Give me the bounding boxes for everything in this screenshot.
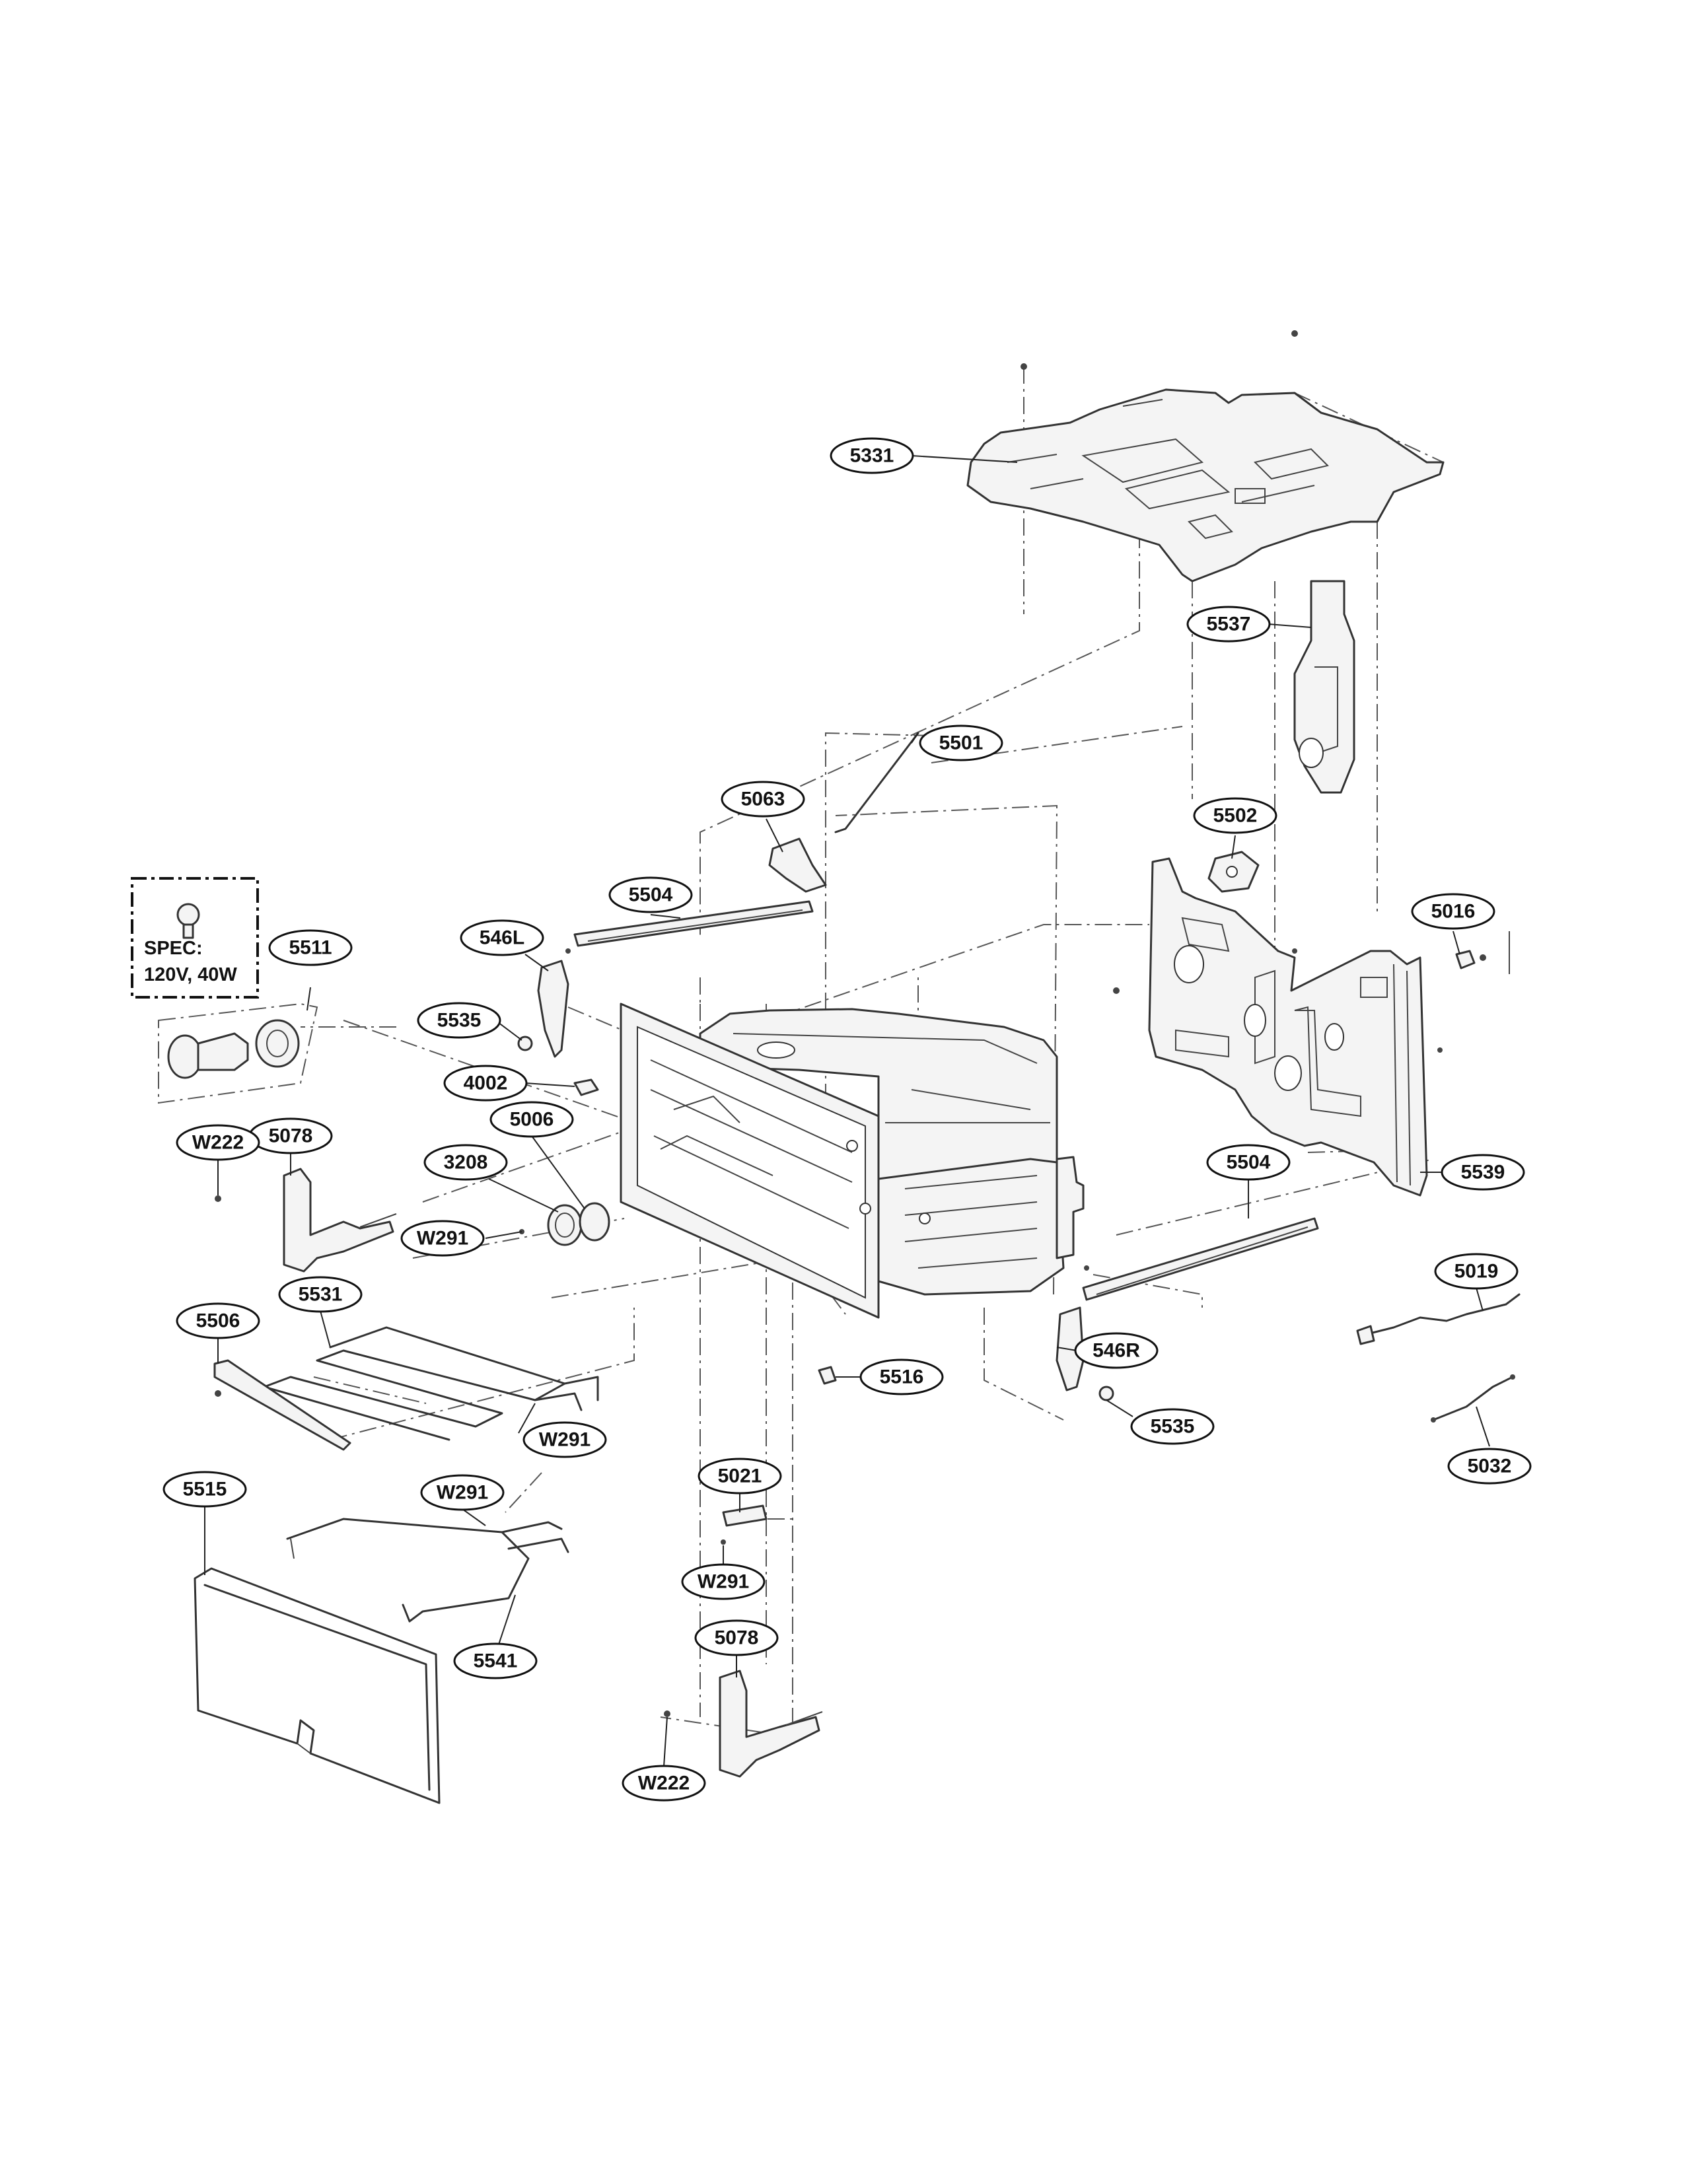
svg-text:5501: 5501 bbox=[939, 732, 984, 754]
svg-text:5032: 5032 bbox=[1468, 1456, 1512, 1477]
svg-text:5331: 5331 bbox=[850, 445, 894, 467]
leader-lines bbox=[204, 455, 1490, 1767]
callout-546L: 546L bbox=[460, 919, 544, 956]
spec-title: SPEC: bbox=[144, 938, 203, 959]
svg-text:5531: 5531 bbox=[299, 1284, 343, 1306]
back-panel-5539 bbox=[1113, 857, 1443, 1197]
svg-text:W291: W291 bbox=[437, 1482, 488, 1504]
oven-cavity bbox=[620, 1003, 1085, 1319]
svg-text:5506: 5506 bbox=[196, 1310, 240, 1332]
callout-W222-lower: W222 bbox=[622, 1765, 706, 1802]
callout-5515: 5515 bbox=[162, 1471, 247, 1508]
callout-5535-left: 5535 bbox=[417, 1002, 501, 1039]
part-4002 bbox=[573, 1078, 599, 1096]
bake-element-5531 bbox=[263, 1326, 599, 1441]
svg-text:5541: 5541 bbox=[474, 1650, 518, 1672]
callout-5506: 5506 bbox=[176, 1302, 260, 1339]
svg-text:5537: 5537 bbox=[1207, 614, 1251, 635]
svg-text:5019: 5019 bbox=[1454, 1261, 1499, 1283]
part-5516 bbox=[818, 1366, 837, 1385]
spec-box: SPEC: 120V, 40W bbox=[131, 877, 259, 999]
hinge-5078-lower bbox=[664, 1670, 823, 1778]
svg-text:W222: W222 bbox=[192, 1132, 244, 1154]
callout-5504-upper: 5504 bbox=[608, 876, 693, 913]
svg-text:546L: 546L bbox=[480, 927, 524, 949]
callout-5504-lower: 5504 bbox=[1206, 1144, 1291, 1181]
callout-5516: 5516 bbox=[859, 1358, 944, 1395]
svg-text:5504: 5504 bbox=[629, 884, 673, 906]
callout-5531: 5531 bbox=[278, 1276, 363, 1313]
svg-text:5502: 5502 bbox=[1213, 805, 1258, 827]
duct-5537 bbox=[1293, 580, 1355, 794]
svg-text:5006: 5006 bbox=[510, 1109, 554, 1131]
callout-5021: 5021 bbox=[698, 1458, 782, 1495]
svg-text:W291: W291 bbox=[539, 1429, 591, 1451]
callout-5331: 5331 bbox=[830, 437, 914, 474]
callout-546R: 546R bbox=[1074, 1332, 1159, 1369]
svg-text:546R: 546R bbox=[1093, 1340, 1140, 1362]
svg-text:5511: 5511 bbox=[289, 937, 332, 959]
svg-text:5016: 5016 bbox=[1431, 901, 1476, 923]
wire-5032 bbox=[1431, 1374, 1515, 1423]
lamp-assembly-5511 bbox=[158, 1003, 318, 1104]
bracket-5506 bbox=[213, 1359, 351, 1451]
svg-text:5516: 5516 bbox=[880, 1366, 924, 1388]
svg-text:5021: 5021 bbox=[718, 1465, 762, 1487]
bracket-5063 bbox=[768, 837, 827, 893]
wire-5501 bbox=[834, 732, 919, 833]
svg-text:5539: 5539 bbox=[1461, 1162, 1505, 1183]
callout-5006: 5006 bbox=[489, 1101, 574, 1138]
part-5021 bbox=[721, 1504, 768, 1545]
callout-5511: 5511 bbox=[268, 929, 353, 966]
callout-5063: 5063 bbox=[721, 781, 805, 818]
callout-3208: 3208 bbox=[423, 1144, 508, 1181]
svg-text:5535: 5535 bbox=[437, 1010, 482, 1032]
callout-5078-upper: 5078 bbox=[248, 1117, 333, 1154]
svg-text:5063: 5063 bbox=[741, 789, 785, 810]
callout-5502: 5502 bbox=[1193, 797, 1277, 834]
svg-text:5504: 5504 bbox=[1227, 1152, 1271, 1174]
svg-text:4002: 4002 bbox=[464, 1073, 508, 1094]
svg-text:5515: 5515 bbox=[183, 1479, 227, 1500]
hinge-5078-upper bbox=[215, 1168, 397, 1273]
svg-text:5535: 5535 bbox=[1151, 1416, 1195, 1438]
callout-W291-broil: W291 bbox=[420, 1474, 505, 1511]
spec-value: 120V, 40W bbox=[144, 964, 237, 985]
svg-text:5078: 5078 bbox=[269, 1125, 313, 1147]
callout-5016: 5016 bbox=[1411, 893, 1495, 930]
lamp-socket-parts bbox=[519, 1202, 610, 1246]
callout-5539: 5539 bbox=[1441, 1154, 1525, 1191]
wire-5019 bbox=[1356, 1293, 1521, 1345]
callout-W291-5021: W291 bbox=[681, 1563, 766, 1600]
part-5502 bbox=[1207, 851, 1260, 893]
rail-5504-upper bbox=[573, 900, 814, 947]
callout-W222-upper: W222 bbox=[176, 1124, 260, 1161]
rail-5504-lower bbox=[1082, 1217, 1319, 1301]
callout-5019: 5019 bbox=[1434, 1253, 1519, 1290]
callout-W291-lamp: W291 bbox=[400, 1220, 485, 1257]
part-5016 bbox=[1455, 931, 1510, 974]
callout-5032: 5032 bbox=[1447, 1448, 1532, 1485]
callout-5078-lower: 5078 bbox=[694, 1619, 779, 1656]
svg-text:W222: W222 bbox=[638, 1773, 690, 1794]
callout-5537: 5537 bbox=[1186, 606, 1271, 643]
svg-text:W291: W291 bbox=[417, 1228, 468, 1250]
frame-5515 bbox=[194, 1567, 441, 1804]
callout-5501: 5501 bbox=[919, 724, 1003, 761]
callout-W291-bake: W291 bbox=[522, 1421, 607, 1458]
callout-5541: 5541 bbox=[453, 1642, 538, 1679]
svg-text:W291: W291 bbox=[698, 1571, 749, 1593]
callout-5535-right: 5535 bbox=[1130, 1408, 1215, 1445]
hinge-bracket-546L bbox=[537, 948, 571, 1058]
svg-text:3208: 3208 bbox=[444, 1152, 488, 1174]
broil-element-5541 bbox=[286, 1518, 569, 1623]
top-cover-5331 bbox=[966, 330, 1445, 582]
callout-4002: 4002 bbox=[443, 1065, 528, 1102]
callouts: 5331 5537 5501 5063 5502 5504 5016 5511 bbox=[162, 437, 1532, 1802]
nut-5535-right bbox=[1098, 1386, 1114, 1401]
svg-text:5078: 5078 bbox=[715, 1627, 759, 1649]
